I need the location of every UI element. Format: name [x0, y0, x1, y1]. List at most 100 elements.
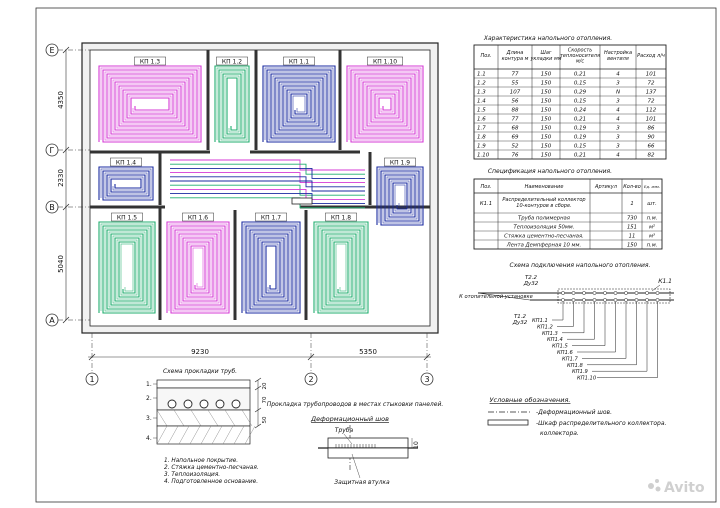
- joint-slab-top: [327, 437, 409, 449]
- collector-output-2: КП1.2: [537, 324, 553, 330]
- loop-label-box: [255, 212, 287, 222]
- loop-pipe: [313, 221, 369, 314]
- collector-valve: [571, 291, 576, 295]
- char-cell: 0,21: [574, 153, 586, 159]
- loop-pipe: [214, 65, 250, 143]
- collector-cabinet: [291, 197, 313, 205]
- char-cell: 150: [541, 81, 552, 87]
- char-cell: 1.7: [477, 126, 486, 132]
- trunk-pipe: [170, 188, 365, 200]
- char-cell: 56: [512, 99, 519, 105]
- loop-label: КП 1.3: [140, 59, 160, 66]
- spec-cell: Теплоизоляция 50мм.: [514, 225, 575, 231]
- char-cell: 150: [541, 72, 552, 78]
- insulation-hatch: [190, 409, 202, 427]
- char-header-line: Настройка: [604, 50, 632, 56]
- char-cell: 68: [512, 126, 519, 132]
- layer-number-2: 2.: [146, 395, 152, 402]
- char-cell: 0,21: [574, 117, 586, 123]
- dimension-left: 4350 2330 5040: [57, 46, 70, 324]
- symbols-legend: Условные обозначения. -Деформационный шо…: [487, 396, 667, 437]
- char-cell: 0,15: [574, 81, 587, 87]
- loop-pipe: [262, 65, 336, 143]
- spec-header: Кол-во: [623, 184, 641, 190]
- loop-label: КП 1.4: [116, 160, 136, 167]
- collector-valve: [582, 298, 586, 302]
- loop-label: КП 1.2: [222, 59, 242, 66]
- collector-branch: [557, 302, 574, 327]
- char-cell: 1.1: [477, 72, 486, 78]
- char-cell: 77: [512, 72, 519, 78]
- collector-branch: [582, 302, 627, 359]
- collector-branch: [592, 302, 648, 372]
- trunk-pipe: [170, 184, 365, 196]
- collector-output-1: КП1.1: [532, 318, 548, 324]
- base-hatch: [233, 425, 245, 445]
- spec-cell: 150: [627, 243, 638, 249]
- collector-valve: [645, 298, 649, 302]
- char-header-line: теплоносителя: [560, 53, 600, 59]
- heating-loop-кп-1-2: КП 1.2: [214, 56, 250, 143]
- char-cell: 66: [648, 144, 655, 150]
- dimension-bottom: 9230 5350 1 2 3: [85, 333, 434, 386]
- joint-sleeve-label: Защитная втулка: [334, 479, 390, 486]
- loop-label: КП 1.1: [289, 59, 309, 66]
- collector-branch: [562, 302, 585, 334]
- collector-valve: [634, 291, 639, 295]
- char-header-line: м/с: [576, 59, 584, 65]
- joint-title: Прокладка трубопроводов в местах стыковк…: [267, 401, 444, 408]
- char-cell: 0,24: [574, 108, 587, 114]
- layer-legend-3: 3. Теплоизоляция.: [164, 472, 220, 478]
- heating-loop-кп-1-10: КП 1.10: [346, 56, 424, 143]
- layer-number-1: 1.: [146, 381, 152, 388]
- legend-item-cabinet: -Шкаф распределительного коллектора.: [536, 420, 667, 427]
- spec-cell: м³: [649, 233, 655, 240]
- loop-return-pipe: [168, 223, 228, 312]
- pipe-section: [183, 399, 193, 409]
- char-header-line: Расход л/ч: [637, 53, 665, 59]
- loop-label-box: [182, 212, 214, 222]
- trunk-pipe: [170, 180, 365, 192]
- char-header-line: вентиля: [607, 56, 629, 62]
- char-cell: 4: [616, 72, 620, 78]
- trunk-pipe: [170, 176, 365, 188]
- char-cell: 86: [648, 126, 655, 132]
- char-cell: 1.3: [477, 90, 486, 96]
- char-cell: 150: [541, 99, 552, 105]
- char-cell: 0,19: [574, 126, 587, 132]
- collector-title: Схема подключения напольного отопления.: [510, 262, 651, 269]
- char-header-line: укладки мм: [529, 56, 561, 62]
- legend-item-cabinet-cont: коллектора.: [540, 430, 579, 437]
- char-cell: 1.8: [477, 135, 486, 141]
- loop-label: КП 1.7: [261, 215, 281, 222]
- axis-row-g: Г: [50, 146, 55, 155]
- base-hatch: [211, 425, 223, 445]
- char-table-frame: [473, 44, 667, 160]
- collector-k-label: К1.1: [658, 278, 672, 285]
- legend-title: Условные обозначения.: [490, 396, 571, 404]
- supply-trunks: [170, 159, 365, 209]
- collector-valve: [603, 291, 607, 295]
- loop-pipe: [98, 221, 156, 314]
- sheet-frame: [35, 7, 717, 503]
- char-cell: 72: [648, 81, 655, 87]
- char-cell: 0,15: [574, 99, 587, 105]
- spec-cell: п.м.: [647, 216, 658, 222]
- loop-return-pipe: [243, 223, 299, 312]
- axis-row-e: Е: [49, 46, 54, 55]
- collector-output-7: КП1.7: [562, 356, 579, 362]
- characteristics-table: Характеристика напольного отопления. Поз…: [473, 35, 667, 160]
- spec-cell: шт.: [647, 201, 657, 207]
- collector-branch: [577, 302, 616, 353]
- char-header-line: Скорость: [568, 47, 592, 53]
- trunk-pipe: [170, 163, 365, 175]
- char-cell: N: [616, 90, 620, 96]
- collector-link: [477, 292, 531, 301]
- layer-dim-50: 50: [262, 416, 268, 423]
- base-hatch: [200, 425, 212, 445]
- collector-valve: [624, 291, 628, 295]
